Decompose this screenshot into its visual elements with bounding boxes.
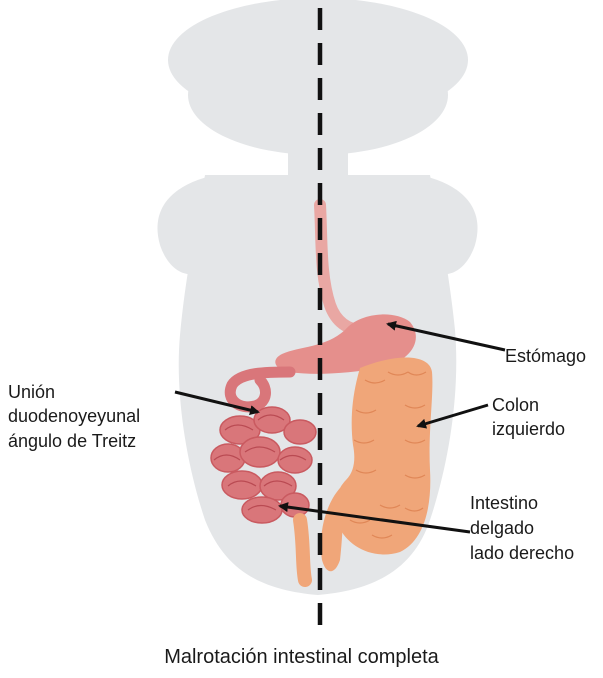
label-colon-1: Colon bbox=[492, 394, 539, 417]
label-stomach: Estómago bbox=[505, 345, 586, 368]
child-silhouette bbox=[157, 0, 477, 595]
label-junction-3: ángulo de Treitz bbox=[8, 430, 136, 453]
label-intestine-2: delgado bbox=[470, 517, 534, 540]
figure-caption: Malrotación intestinal completa bbox=[0, 646, 603, 669]
label-intestine-1: Intestino bbox=[470, 492, 538, 515]
label-colon-2: izquierdo bbox=[492, 418, 565, 441]
cecum bbox=[300, 520, 305, 580]
label-junction-2: duodenoyeyunal bbox=[8, 405, 140, 428]
label-junction-1: Unión bbox=[8, 381, 55, 404]
label-intestine-3: lado derecho bbox=[470, 542, 574, 565]
